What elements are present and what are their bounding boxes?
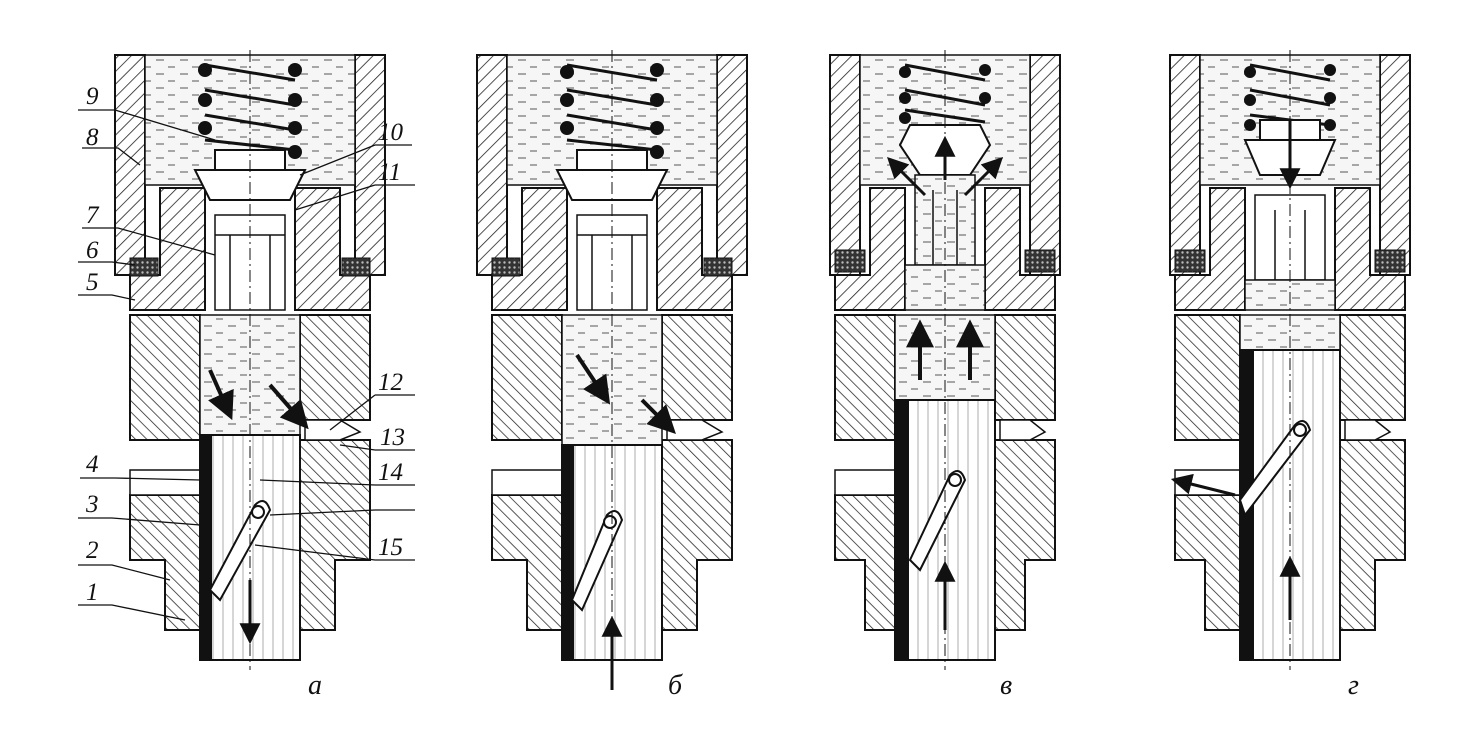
label-3: 3 [85, 491, 99, 518]
label-6: 6 [86, 237, 99, 264]
panel-g [1169, 50, 1411, 670]
panel-a [114, 0, 386, 670]
label-13: 13 [380, 424, 405, 451]
label-9: 9 [86, 83, 99, 110]
caption-b: б [668, 670, 683, 701]
label-12: 12 [378, 369, 403, 396]
label-14: 14 [378, 459, 403, 486]
label-15: 15 [378, 534, 403, 561]
panel-b [476, 50, 748, 690]
panel-v [829, 50, 1061, 670]
label-8: 8 [86, 124, 99, 151]
caption-a: а [308, 670, 322, 701]
caption-g: г [1348, 670, 1359, 701]
label-10: 10 [378, 119, 404, 146]
caption-v: в [1000, 670, 1012, 701]
label-4: 4 [86, 451, 99, 478]
label-1: 1 [86, 579, 99, 606]
label-5: 5 [86, 269, 99, 296]
label-11: 11 [378, 159, 401, 186]
label-7: 7 [86, 202, 100, 229]
label-2: 2 [86, 537, 99, 564]
leader-lines [78, 109, 415, 621]
